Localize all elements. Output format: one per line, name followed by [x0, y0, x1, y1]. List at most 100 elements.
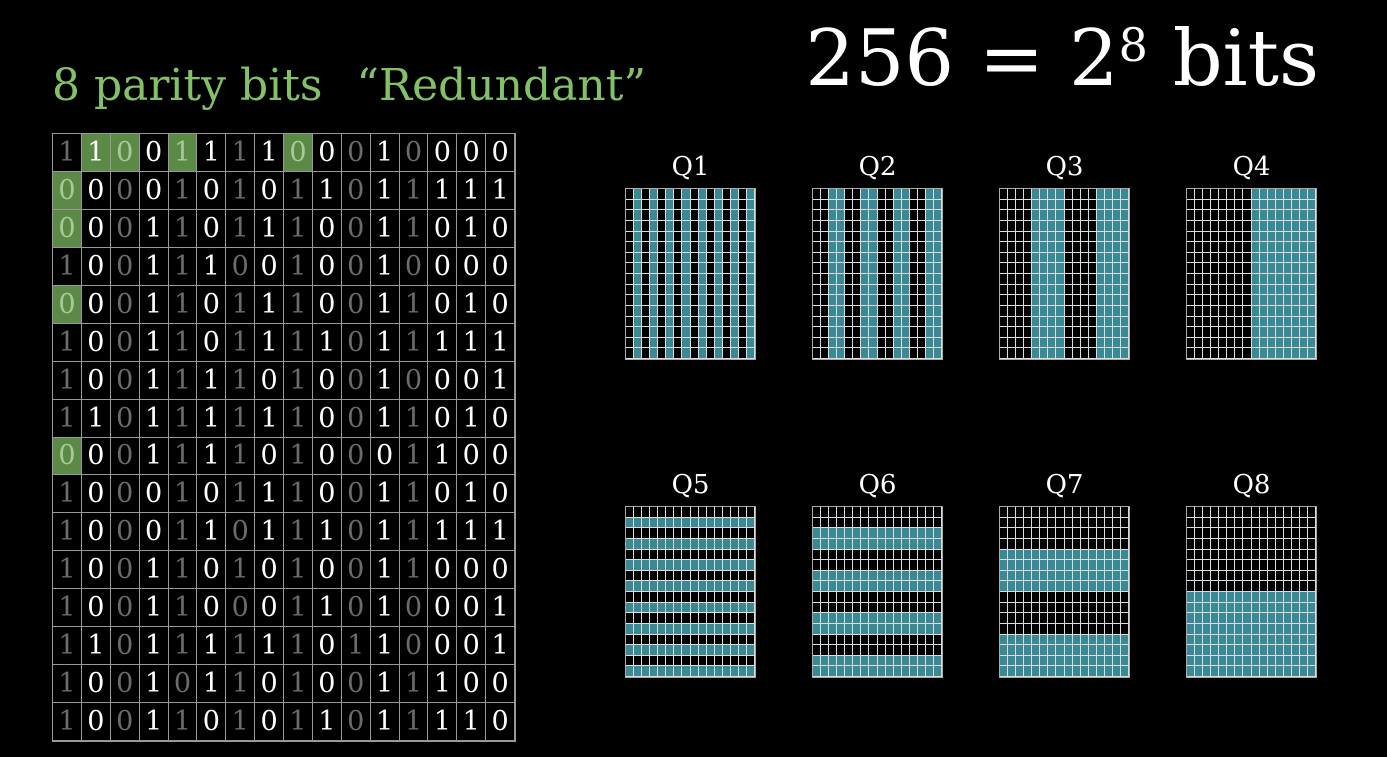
question-cell	[674, 655, 683, 667]
question-cell	[1299, 295, 1308, 306]
question-cell	[893, 210, 902, 221]
question-cell	[925, 507, 934, 518]
question-cell	[1024, 348, 1033, 359]
question-cell	[1088, 560, 1097, 571]
question-cell	[1104, 274, 1113, 285]
bit-cell: 1	[168, 399, 198, 438]
question-cell	[658, 263, 667, 274]
question-cell	[909, 199, 918, 211]
question-cell	[837, 242, 846, 253]
question-cell	[1096, 316, 1105, 328]
question-cell	[917, 507, 926, 518]
question-grid	[999, 506, 1130, 678]
question-cell	[813, 327, 822, 338]
question-cell	[829, 274, 838, 285]
question-cell	[1104, 623, 1113, 635]
question-cell	[1283, 517, 1292, 529]
question-cell	[1088, 316, 1097, 328]
question-cell	[674, 602, 683, 614]
question-cell	[1024, 337, 1033, 349]
question-cell	[1227, 613, 1236, 624]
question-cell	[1299, 337, 1308, 349]
question-cell	[901, 581, 910, 592]
question-cell	[1187, 263, 1196, 274]
question-cell	[909, 242, 918, 253]
question-cell	[1251, 252, 1260, 264]
question-cell	[1056, 348, 1065, 359]
question-cell	[917, 549, 926, 561]
question-cell	[1227, 602, 1236, 614]
question-cell	[658, 210, 667, 221]
question-cell	[666, 560, 675, 571]
bit-cell: 0	[81, 665, 111, 704]
question-cell	[1283, 592, 1292, 603]
question-cell	[925, 263, 934, 274]
question-cell	[1096, 252, 1105, 264]
question-cell	[909, 220, 918, 232]
question-cell	[1187, 528, 1196, 539]
bit-cell: 0	[110, 134, 140, 172]
question-cell	[1056, 316, 1065, 328]
question-cell	[1112, 189, 1121, 200]
question-cell	[845, 528, 854, 539]
question-cell	[1048, 581, 1057, 592]
question-cell	[626, 305, 635, 317]
question-cell	[853, 316, 862, 328]
question-cell	[706, 316, 715, 328]
question-cell	[1080, 613, 1089, 624]
question-cell	[1088, 210, 1097, 221]
question-cell	[1080, 528, 1089, 539]
question-cell	[690, 507, 699, 518]
question-cell	[829, 507, 838, 518]
question-cell	[1072, 295, 1081, 306]
question-cell	[1024, 210, 1033, 221]
question-cell	[1251, 666, 1260, 677]
question-cell	[813, 274, 822, 285]
question-cell	[1024, 560, 1033, 571]
question-cell	[1211, 295, 1220, 306]
question-cell	[658, 623, 667, 635]
question-cell	[1096, 189, 1105, 200]
question-cell	[1056, 666, 1065, 677]
bit-cell: 0	[428, 134, 458, 172]
question-cell	[1056, 549, 1065, 561]
question-cell	[1048, 327, 1057, 338]
question-cell	[1187, 316, 1196, 328]
question-cell	[1227, 327, 1236, 338]
question-cell	[634, 538, 643, 550]
question-cell	[845, 666, 854, 677]
question-cell	[1195, 666, 1204, 677]
question-cell	[885, 231, 894, 243]
question-cell	[730, 645, 739, 656]
question-cell	[642, 199, 651, 211]
question-cell	[901, 560, 910, 571]
bit-cell: 1	[284, 475, 313, 514]
bit-cell: 1	[168, 323, 198, 362]
question-cell	[706, 634, 715, 646]
question-cell	[933, 263, 942, 274]
question-cell	[1024, 634, 1033, 646]
question-cell	[845, 592, 854, 603]
question-cell	[1227, 655, 1236, 667]
question-cell	[1291, 327, 1300, 338]
question-cell	[714, 634, 723, 646]
question-cell	[1080, 623, 1089, 635]
question-cell	[837, 316, 846, 328]
question-cell	[917, 570, 926, 582]
question-cell	[626, 295, 635, 306]
question-cell	[1251, 570, 1260, 582]
question-cell	[1120, 634, 1129, 646]
question-cell	[1211, 337, 1220, 349]
question-cell	[845, 623, 854, 635]
bit-cell: 0	[110, 361, 140, 400]
question-cell	[853, 199, 862, 211]
question-cell	[925, 666, 934, 677]
question-cell	[1299, 581, 1308, 592]
question-cell	[1120, 295, 1129, 306]
question-cell	[869, 538, 878, 550]
question-cell	[829, 613, 838, 624]
question-cell	[658, 274, 667, 285]
question-cell	[1064, 507, 1073, 518]
question-cell	[1251, 560, 1260, 571]
question-cell	[1307, 337, 1316, 349]
